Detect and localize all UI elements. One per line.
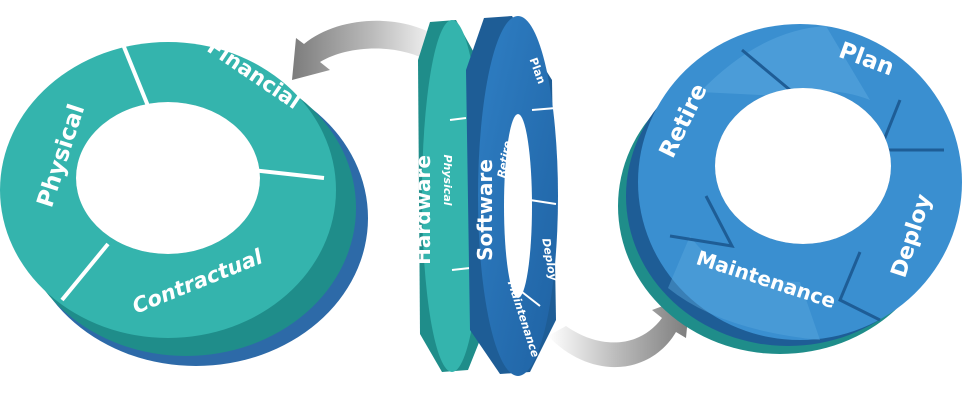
curved-arrow-left-icon — [292, 20, 448, 80]
software-disc: Software Plan Retire Deploy Maintenance — [466, 16, 560, 376]
curved-arrow-right-icon — [548, 296, 690, 368]
software-title: Software — [473, 159, 497, 261]
right-ring: Plan Deploy Maintenance Retire — [618, 24, 962, 354]
hardware-title: Hardware — [411, 155, 435, 265]
left-ring: Physical Financial Contractual — [0, 34, 368, 366]
hardware-item-physical: Physical — [441, 154, 454, 205]
software-item-retire: Retire — [495, 139, 514, 179]
